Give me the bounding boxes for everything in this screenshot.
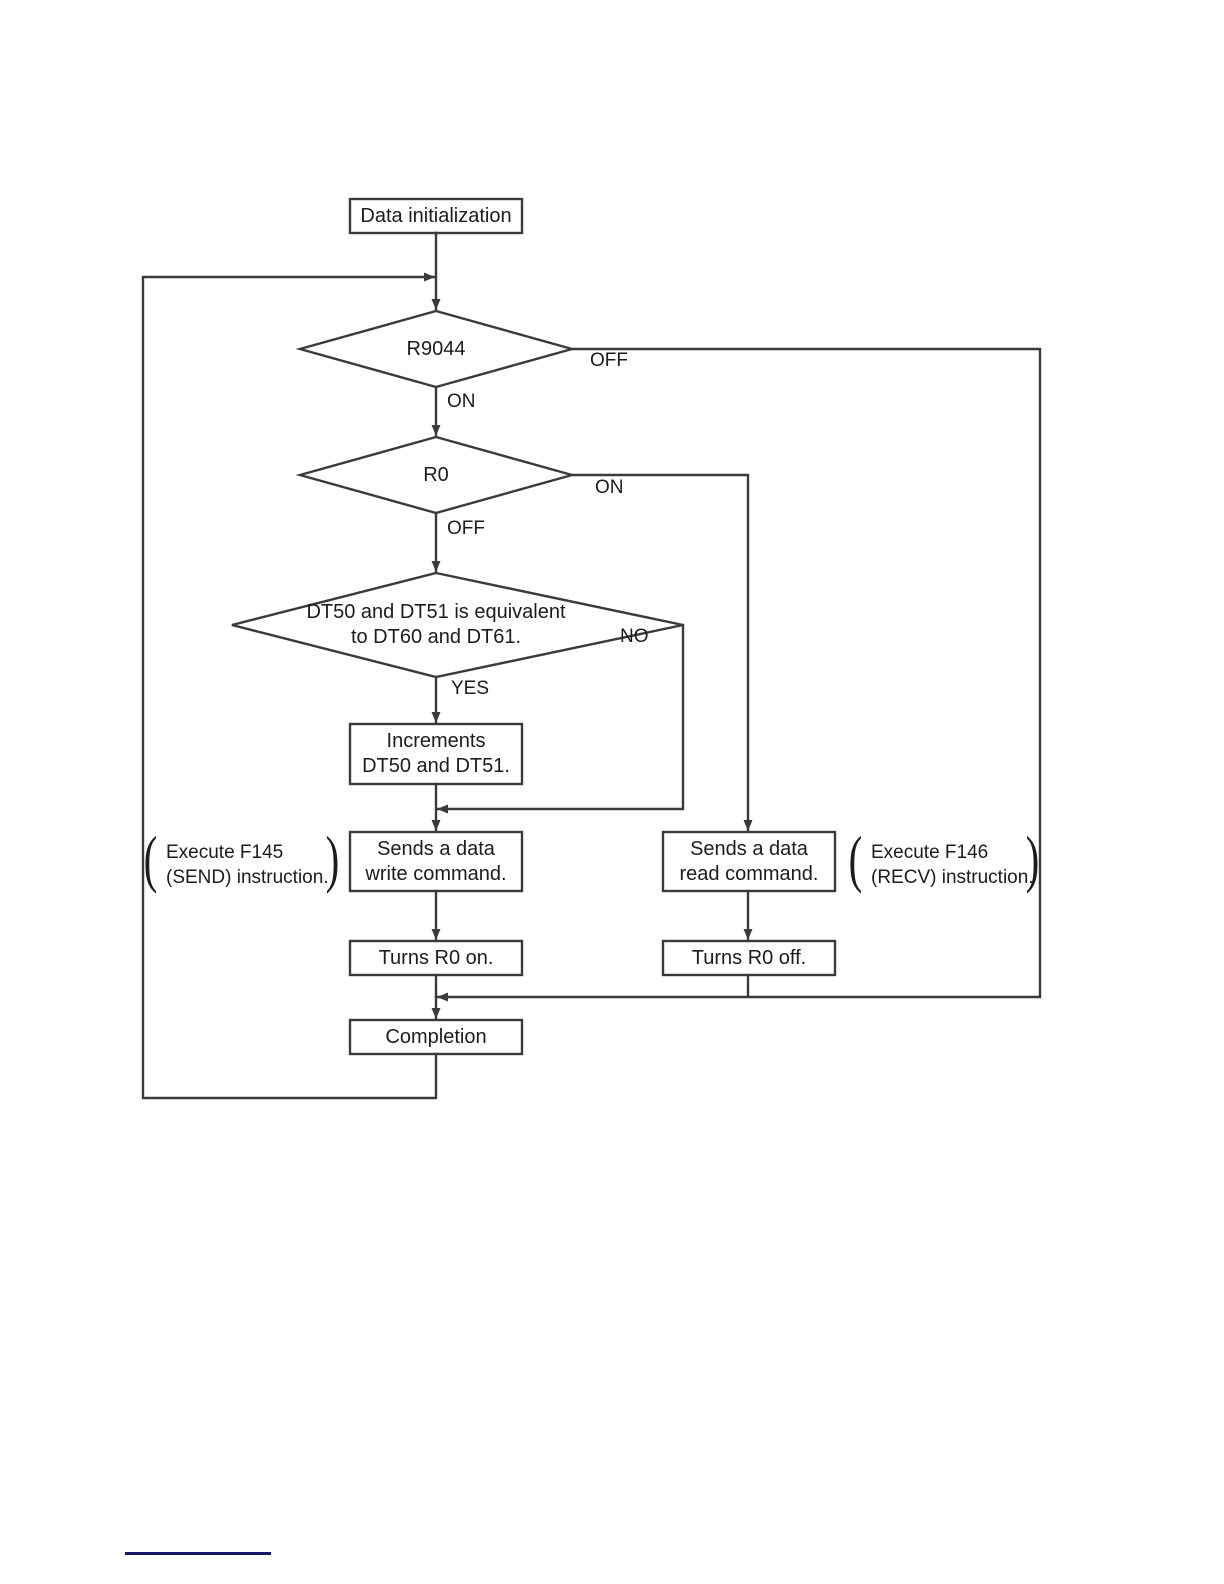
edge-label-r9044-on: ON [447,391,476,412]
node-shape-r0on [348,939,524,977]
node-shape-write [348,830,524,893]
recv-note-close-paren: ) [1025,824,1040,894]
node-shape-r0off [661,939,837,977]
node-shape-read [661,830,837,893]
edge-compare-no-bypass [436,623,685,814]
edge-label-r9044-off: OFF [590,350,628,371]
node-shape-completion [348,1018,524,1056]
edge-r0-on-to-read [570,473,753,832]
recv-note-open-paren: ( [848,824,863,894]
edge-label-r0-off: OFF [447,518,485,539]
edge-label-compare-no: NO [620,626,649,647]
edge-r9044-off-bypass [436,347,1042,1002]
node-shape-compare [231,571,684,679]
send-note-open-paren: ( [143,824,158,894]
footer-divider [125,1552,271,1555]
send-note-close-paren: ) [325,824,340,894]
send-note-text: Execute F145 (SEND) instruction. [166,842,329,888]
node-shape-r9044 [295,309,577,389]
node-shape-start [348,197,524,235]
node-shape-r0 [295,435,577,515]
node-shape-increment [348,722,524,786]
recv-note-text: Execute F146 (RECV) instruction. [871,842,1034,888]
edge-label-compare-yes: YES [451,678,490,699]
edge-completion-loopback [141,272,438,1100]
edge-label-r0-on: ON [595,477,624,498]
